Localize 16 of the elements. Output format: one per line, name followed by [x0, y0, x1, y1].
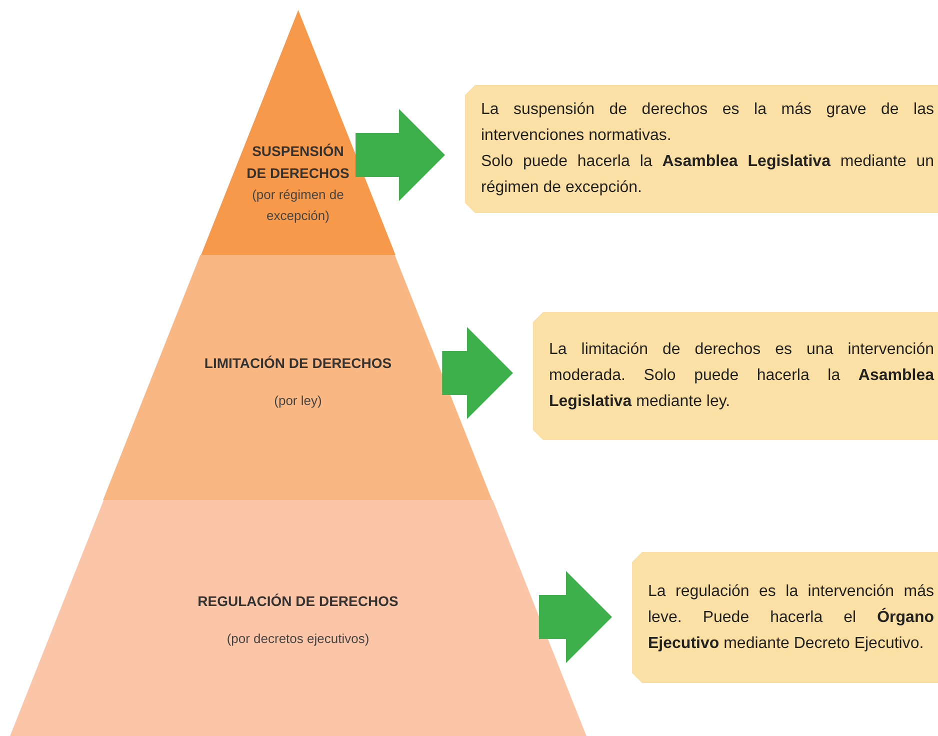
block-arrow — [356, 109, 445, 201]
note-box — [465, 85, 938, 213]
note-box — [533, 312, 938, 440]
note-text: Solo puede hacerla la Asamblea Legislativa mediante un régimen de excepción. — [481, 152, 934, 198]
block-arrow — [442, 327, 513, 419]
note-text: La limitación de derechos es una intervención moderada. Solo puede hacerla la Asamblea Legislativa mediante ley. — [549, 340, 934, 412]
level-subtitle: (por ley) — [274, 392, 322, 410]
level-subtitle: (por decretos ejecutivos) — [226, 630, 370, 648]
level-title: LIMITACIÓN DE DERECHOS — [204, 354, 392, 373]
block-arrow — [538, 571, 612, 663]
level-title: REGULACIÓN DE DERECHOS — [198, 592, 398, 611]
note-box — [632, 552, 938, 683]
note-text: La regulación es la intervención más leve. Puede hacerla el Órgano Ejecutivo mediante Decreto Ejecutivo. — [648, 582, 934, 654]
level-title: SUSPENSIÓN DE DERECHOS — [246, 142, 350, 183]
level-subtitle: (por régimen de excepción) — [251, 186, 345, 225]
note-text: La suspensión de derechos es la más grave de las intervenciones normativas. — [481, 100, 934, 146]
